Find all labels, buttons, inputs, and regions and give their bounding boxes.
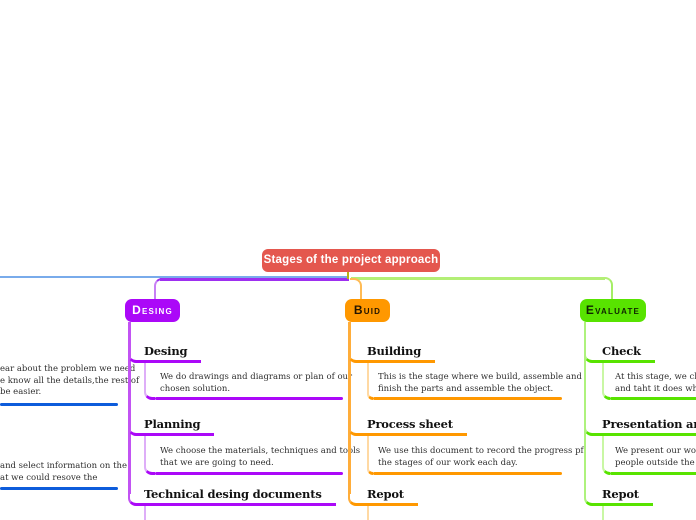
connector-tail: [366, 506, 369, 520]
topic-label[interactable]: Repot: [600, 485, 653, 506]
connector-elbow-desing: [153, 278, 164, 299]
topic-label[interactable]: Technical desing documents: [142, 485, 336, 506]
connector-elbow-buid: [350, 278, 362, 299]
topic-note[interactable]: We use this document to record the progr…: [378, 446, 584, 469]
note-line: and select information on the: [0, 461, 127, 471]
connector-elbow: [348, 423, 367, 436]
connector-tail: [601, 506, 604, 520]
topic-underline: [610, 471, 696, 475]
topic-underline: [0, 402, 118, 406]
branch-line-evaluate: [351, 277, 605, 280]
branch-line-vertical: [583, 322, 586, 494]
branch-node-buid[interactable]: Buid: [345, 299, 390, 322]
connector-elbow: [583, 493, 602, 506]
topic-underline: [155, 396, 343, 400]
note-line: chosen solution.: [160, 383, 231, 394]
connector-elbow-evaluate: [604, 277, 613, 299]
connector-child: [143, 436, 155, 475]
connector-child: [601, 436, 610, 475]
branch-line-vertical: [348, 322, 351, 494]
note-line: We do drawings and diagrams or plan of o…: [160, 372, 353, 382]
topic-note[interactable]: This is the stage where we build, assemb…: [378, 372, 582, 395]
note-line: the stages of our work each day.: [378, 457, 518, 468]
note-line: and taht it does what w: [615, 383, 696, 394]
branch-node-desing[interactable]: Desing: [125, 299, 180, 322]
topic-label[interactable]: Planning: [142, 415, 215, 436]
topic-label[interactable]: Building: [365, 342, 436, 363]
note-line: We use this document to record the progr…: [378, 446, 584, 456]
note-line: ear about the problem we need: [0, 364, 136, 374]
connector-elbow: [583, 350, 602, 363]
note-line: people outside the grou: [615, 457, 696, 468]
topic-underline: [373, 396, 562, 400]
topic-note[interactable]: We choose the materials, techniques and …: [160, 446, 360, 469]
root-topic[interactable]: Stages of the project approach: [262, 249, 440, 272]
note-line: We present our work an: [615, 446, 696, 456]
topic-note[interactable]: We do drawings and diagrams or plan of o…: [160, 372, 352, 395]
connector-elbow: [128, 493, 144, 506]
topic-label[interactable]: Check: [600, 342, 655, 363]
topic-underline: [610, 396, 696, 400]
topic-label[interactable]: Repot: [365, 485, 418, 506]
connector-child: [366, 436, 373, 475]
topic-underline: [155, 471, 343, 475]
connector-elbow: [583, 423, 602, 436]
connector-tail: [143, 506, 146, 520]
connector-elbow: [348, 350, 367, 363]
note-line: at we could resove the: [0, 472, 98, 483]
branch-line-left-blue: [0, 275, 349, 278]
branch-line-desing: [160, 278, 349, 281]
topic-underline: [373, 471, 562, 475]
note-line: e know all the details,the rest of: [0, 375, 140, 386]
root-stub: [346, 272, 349, 279]
note-line: finish the parts and assemble the object…: [378, 383, 554, 394]
note-line: We choose the materials, techniques and …: [160, 446, 361, 456]
connector-elbow: [128, 423, 144, 436]
note-line: This is the stage where we build, assemb…: [378, 372, 582, 382]
topic-note[interactable]: At this stage, we check tand taht it doe…: [615, 372, 696, 395]
connector-elbow: [348, 493, 367, 506]
note-line: At this stage, we check t: [615, 372, 696, 382]
connector-child: [143, 363, 155, 400]
topic-underline: [0, 486, 118, 490]
note-line: be easier.: [0, 387, 42, 397]
topic-label[interactable]: Presentation and assess: [600, 415, 696, 436]
connector-child: [366, 363, 373, 400]
branch-node-evaluate[interactable]: Evaluate: [580, 299, 646, 322]
branch-line-vertical: [128, 322, 131, 494]
connector-child: [601, 363, 610, 400]
connector-elbow: [128, 350, 144, 363]
topic-label[interactable]: Desing: [142, 342, 202, 363]
note-line: that we are going to need.: [160, 457, 274, 468]
topic-note[interactable]: We present our work anpeople outside the…: [615, 446, 696, 469]
topic-label[interactable]: Process sheet: [365, 415, 467, 436]
